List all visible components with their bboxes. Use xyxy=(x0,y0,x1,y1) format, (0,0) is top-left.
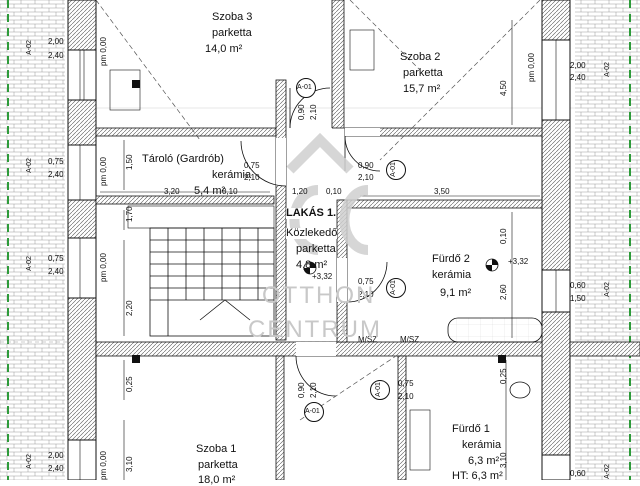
dim-v-450: 4,50 xyxy=(499,80,508,96)
room-furdo1-ht: HT: 6,3 m² xyxy=(452,470,503,482)
tag-a02-6: A-02 xyxy=(603,282,611,297)
dim-v-310-r: 3,10 xyxy=(499,452,508,468)
dim-right-150: 1,50 xyxy=(570,294,586,303)
door-tag-4 xyxy=(370,380,390,400)
room-furdo1-floor: kerámia xyxy=(462,439,502,451)
dim-right-200: 2,00 xyxy=(570,61,586,70)
room-szoba3-area: 14,0 m² xyxy=(205,43,243,55)
dim-h-010-b: 0,10 xyxy=(326,187,342,196)
door-tag-5-label: A-01 xyxy=(305,408,320,415)
dim-v-170: 1,70 xyxy=(125,206,134,222)
dim-left-240-4: 2,40 xyxy=(48,464,64,473)
tag-a02-4: A-02 xyxy=(25,454,33,469)
dim-left-240-3: 2,40 xyxy=(48,267,64,276)
room-tarolo-area: 5,4 m² xyxy=(194,185,226,197)
room-kozleked-area: 4,8 m² xyxy=(296,259,328,271)
pm-1: pm 0,00 xyxy=(99,37,108,66)
dim-left-240-1: 2,40 xyxy=(48,51,64,60)
door-tag-3-label: A-01 xyxy=(389,280,397,295)
room-lakas-name: LAKÁS 1. xyxy=(286,207,337,219)
dim-left-240-2: 2,40 xyxy=(48,170,64,179)
room-kozleked-name: Közlekedő xyxy=(286,227,338,239)
door-tag-4-label: A-01 xyxy=(374,382,382,397)
door-tag-2-label: A-01 xyxy=(389,162,397,177)
room-szoba3-name: Szoba 3 xyxy=(212,11,253,23)
room-szoba2-area: 15,7 m² xyxy=(403,83,441,95)
dim-right-060: 0,60 xyxy=(570,281,586,290)
dim-left-200-2: 2,00 xyxy=(48,451,64,460)
dim-v-025: 0,25 xyxy=(125,376,134,392)
pm-5: pm 0,00 xyxy=(527,53,536,82)
level-marker-2 xyxy=(485,258,499,272)
dim-left-200-1: 2,00 xyxy=(48,37,64,46)
dim-h-210: 2,10 xyxy=(244,173,260,182)
tag-a02-7: A-02 xyxy=(603,464,611,479)
pm-2: pm 0,00 xyxy=(99,157,108,186)
msz-1: M/SZ xyxy=(358,335,378,344)
watermark-line2: CENTRUM xyxy=(248,316,382,343)
facade-left xyxy=(0,0,65,480)
level-value-1: +3,32 xyxy=(312,272,333,281)
dim-v-220: 2,20 xyxy=(125,300,134,316)
room-furdo1-name: Fürdő 1 xyxy=(452,423,490,435)
room-furdo2-area: 9,1 m² xyxy=(440,287,472,299)
dim-h-350: 3,50 xyxy=(434,187,450,196)
dim-h-320: 3,20 xyxy=(164,187,180,196)
dim-v-025-r: 0,25 xyxy=(499,368,508,384)
tag-a02-2: A-02 xyxy=(25,158,33,173)
room-szoba2-name: Szoba 2 xyxy=(400,51,441,63)
level-value-2: +3,32 xyxy=(508,257,529,266)
door-tag-3 xyxy=(386,278,406,298)
dim-h-120: 1,20 xyxy=(292,187,308,196)
dim-v-260: 2,60 xyxy=(499,284,508,300)
dim-right-060-2: 0,60 xyxy=(570,469,586,478)
room-furdo1-area: 6,3 m² xyxy=(468,455,500,467)
tag-a02-5: A-02 xyxy=(603,62,611,77)
dim-h-075-b: 0,75 xyxy=(358,277,374,286)
dim-h-010: 0,10 xyxy=(222,187,238,196)
watermark-logo xyxy=(286,132,369,255)
dim-v-090-b: 0,90 xyxy=(297,382,306,398)
tag-a02-3: A-02 xyxy=(25,256,33,271)
room-tarolo-name: Tároló (Gardrób) xyxy=(142,153,224,165)
room-szoba1-floor: parketta xyxy=(198,459,238,471)
room-szoba3-floor: parketta xyxy=(212,27,252,39)
dim-h-210-b: 2,10 xyxy=(358,173,374,182)
dim-left-075-2: 0,75 xyxy=(48,254,64,263)
dim-h-075: 0,75 xyxy=(244,161,260,170)
pm-3: pm 0,00 xyxy=(99,253,108,282)
dim-v-150: 1,50 xyxy=(125,154,134,170)
dim-v-310: 3,10 xyxy=(125,456,134,472)
door-tag-5 xyxy=(304,402,324,422)
level-marker-1 xyxy=(303,261,317,275)
door-tag-1-label: A-01 xyxy=(297,84,312,91)
pm-4: pm 0,00 xyxy=(99,451,108,480)
stair xyxy=(149,227,275,337)
dim-left-075-1: 0,75 xyxy=(48,157,64,166)
room-furdo2-name: Fürdő 2 xyxy=(432,253,470,265)
room-kozleked-floor: parketta xyxy=(296,243,336,255)
room-szoba2-floor: parketta xyxy=(403,67,443,79)
door-tag-2 xyxy=(386,160,406,180)
watermark-line1: OTTHON xyxy=(262,282,376,309)
dim-v-090: 0,90 xyxy=(297,104,306,120)
msz-2: M/SZ xyxy=(400,335,420,344)
room-furdo2-floor: kerámia xyxy=(432,269,472,281)
room-szoba1-area: 18,0 m² xyxy=(198,474,236,486)
room-tarolo-floor: kerámia xyxy=(212,169,252,181)
dim-v-210: 2,10 xyxy=(309,104,318,120)
dim-h-210-c: 2,10 xyxy=(358,290,374,299)
dim-h-210-d: 2,10 xyxy=(398,392,414,401)
dim-right-240-1: 2,40 xyxy=(570,73,586,82)
dim-v-010: 0,10 xyxy=(499,228,508,244)
door-tag-1 xyxy=(296,78,316,98)
dim-h-090: 0,90 xyxy=(358,161,374,170)
tag-a02-1: A-02 xyxy=(25,40,33,55)
dim-h-075-c: 0,75 xyxy=(398,379,414,388)
room-szoba1-name: Szoba 1 xyxy=(196,443,237,455)
dim-v-210-b: 2,10 xyxy=(309,382,318,398)
